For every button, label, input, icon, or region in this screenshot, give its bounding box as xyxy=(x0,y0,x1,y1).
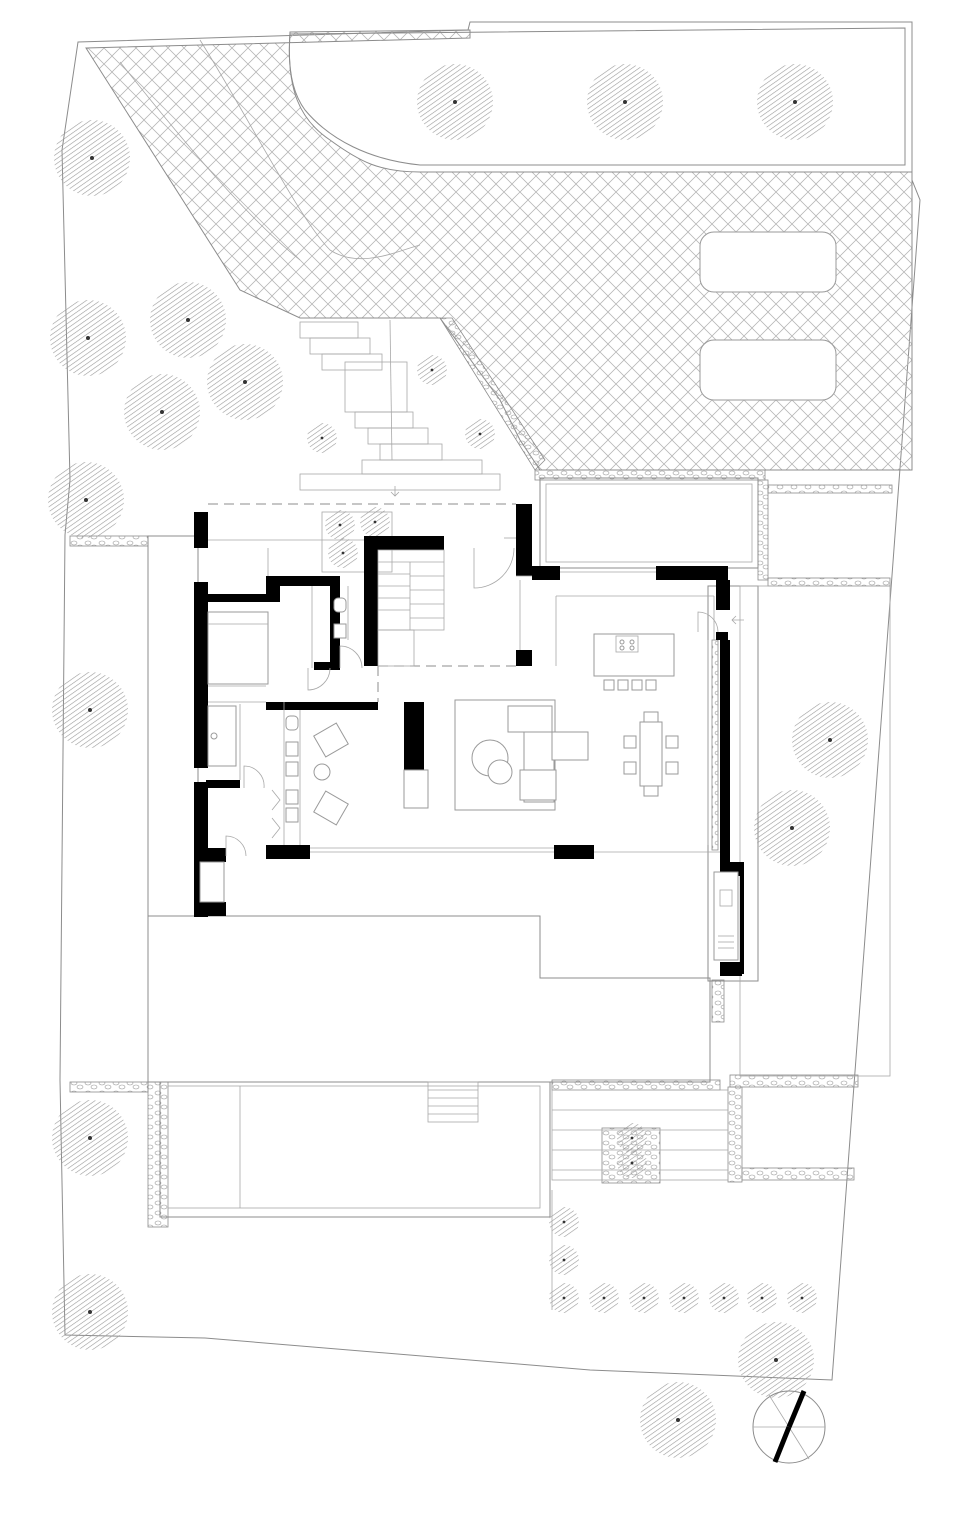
bed xyxy=(207,611,269,685)
bathroom-fixtures xyxy=(199,597,347,903)
entrance-arrow xyxy=(390,486,744,625)
garden-steps xyxy=(551,1089,729,1181)
fireplace xyxy=(403,769,429,809)
north-arrow xyxy=(752,1390,826,1464)
interior-lines xyxy=(208,539,720,853)
armchair xyxy=(313,722,349,826)
pool-steps xyxy=(427,1081,479,1123)
north-garden xyxy=(288,27,906,166)
storage-structure xyxy=(539,477,759,569)
staircase xyxy=(299,319,501,491)
outdoor-kitchen xyxy=(713,871,739,961)
swimming-pool xyxy=(159,1081,551,1218)
kitchen-island xyxy=(593,633,675,691)
sofa xyxy=(507,705,589,803)
door-swing xyxy=(225,537,719,857)
stone-wall xyxy=(69,317,893,1228)
parking-bay xyxy=(699,231,837,401)
internal-staircase xyxy=(377,549,445,667)
dining-table xyxy=(623,711,679,797)
house-walls xyxy=(194,504,744,976)
